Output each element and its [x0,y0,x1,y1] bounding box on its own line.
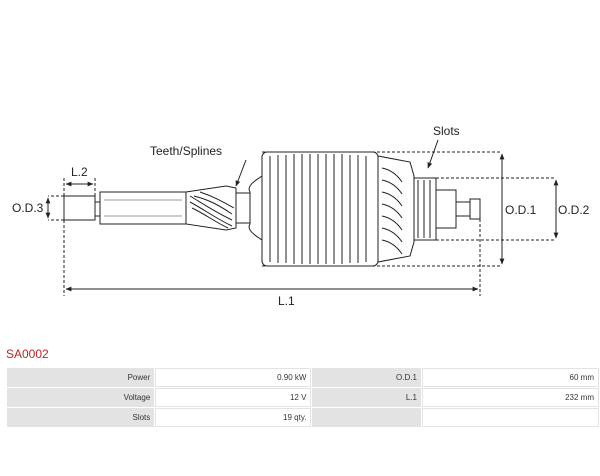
od2-label: O.D.2 [558,203,590,217]
spec-value: 12 V [155,388,312,407]
splines-section [185,185,251,231]
table-row: Power 0.90 kW O.D.1 60 mm [7,368,599,387]
commutator-section [377,155,481,263]
teeth-splines-label: Teeth/Splines [150,144,222,158]
spec-label: L.1 [312,388,421,407]
od1-label: O.D.1 [505,203,537,217]
spec-label: Voltage [7,388,155,407]
dimension-lines [45,139,559,292]
spec-value: 60 mm [421,368,599,387]
l2-label: L.2 [71,165,88,179]
spec-value: 0.90 kW [155,368,312,387]
spec-label: Power [7,368,155,387]
table-row: Slots 19 qty. [7,408,599,427]
spec-value: 232 mm [421,388,599,407]
l1-label: L.1 [278,294,295,308]
spec-label: Slots [7,408,155,427]
od3-label: O.D.3 [12,201,44,215]
spec-value: 19 qty. [155,408,312,427]
spec-label [312,408,421,427]
core-section [248,151,379,267]
part-code: SA0002 [6,347,49,361]
armature-diagram: Teeth/Splines Slots L.1 L.2 O.D.1 O.D.2 … [12,124,590,308]
armature-shaft-left [63,191,187,225]
slots-label: Slots [433,124,460,138]
table-row: Voltage 12 V L.1 232 mm [7,388,599,407]
spec-value [421,408,599,427]
spec-table: Power 0.90 kW O.D.1 60 mm Voltage 12 V L… [6,367,600,428]
extension-lines [48,151,556,296]
spec-label: O.D.1 [312,368,421,387]
